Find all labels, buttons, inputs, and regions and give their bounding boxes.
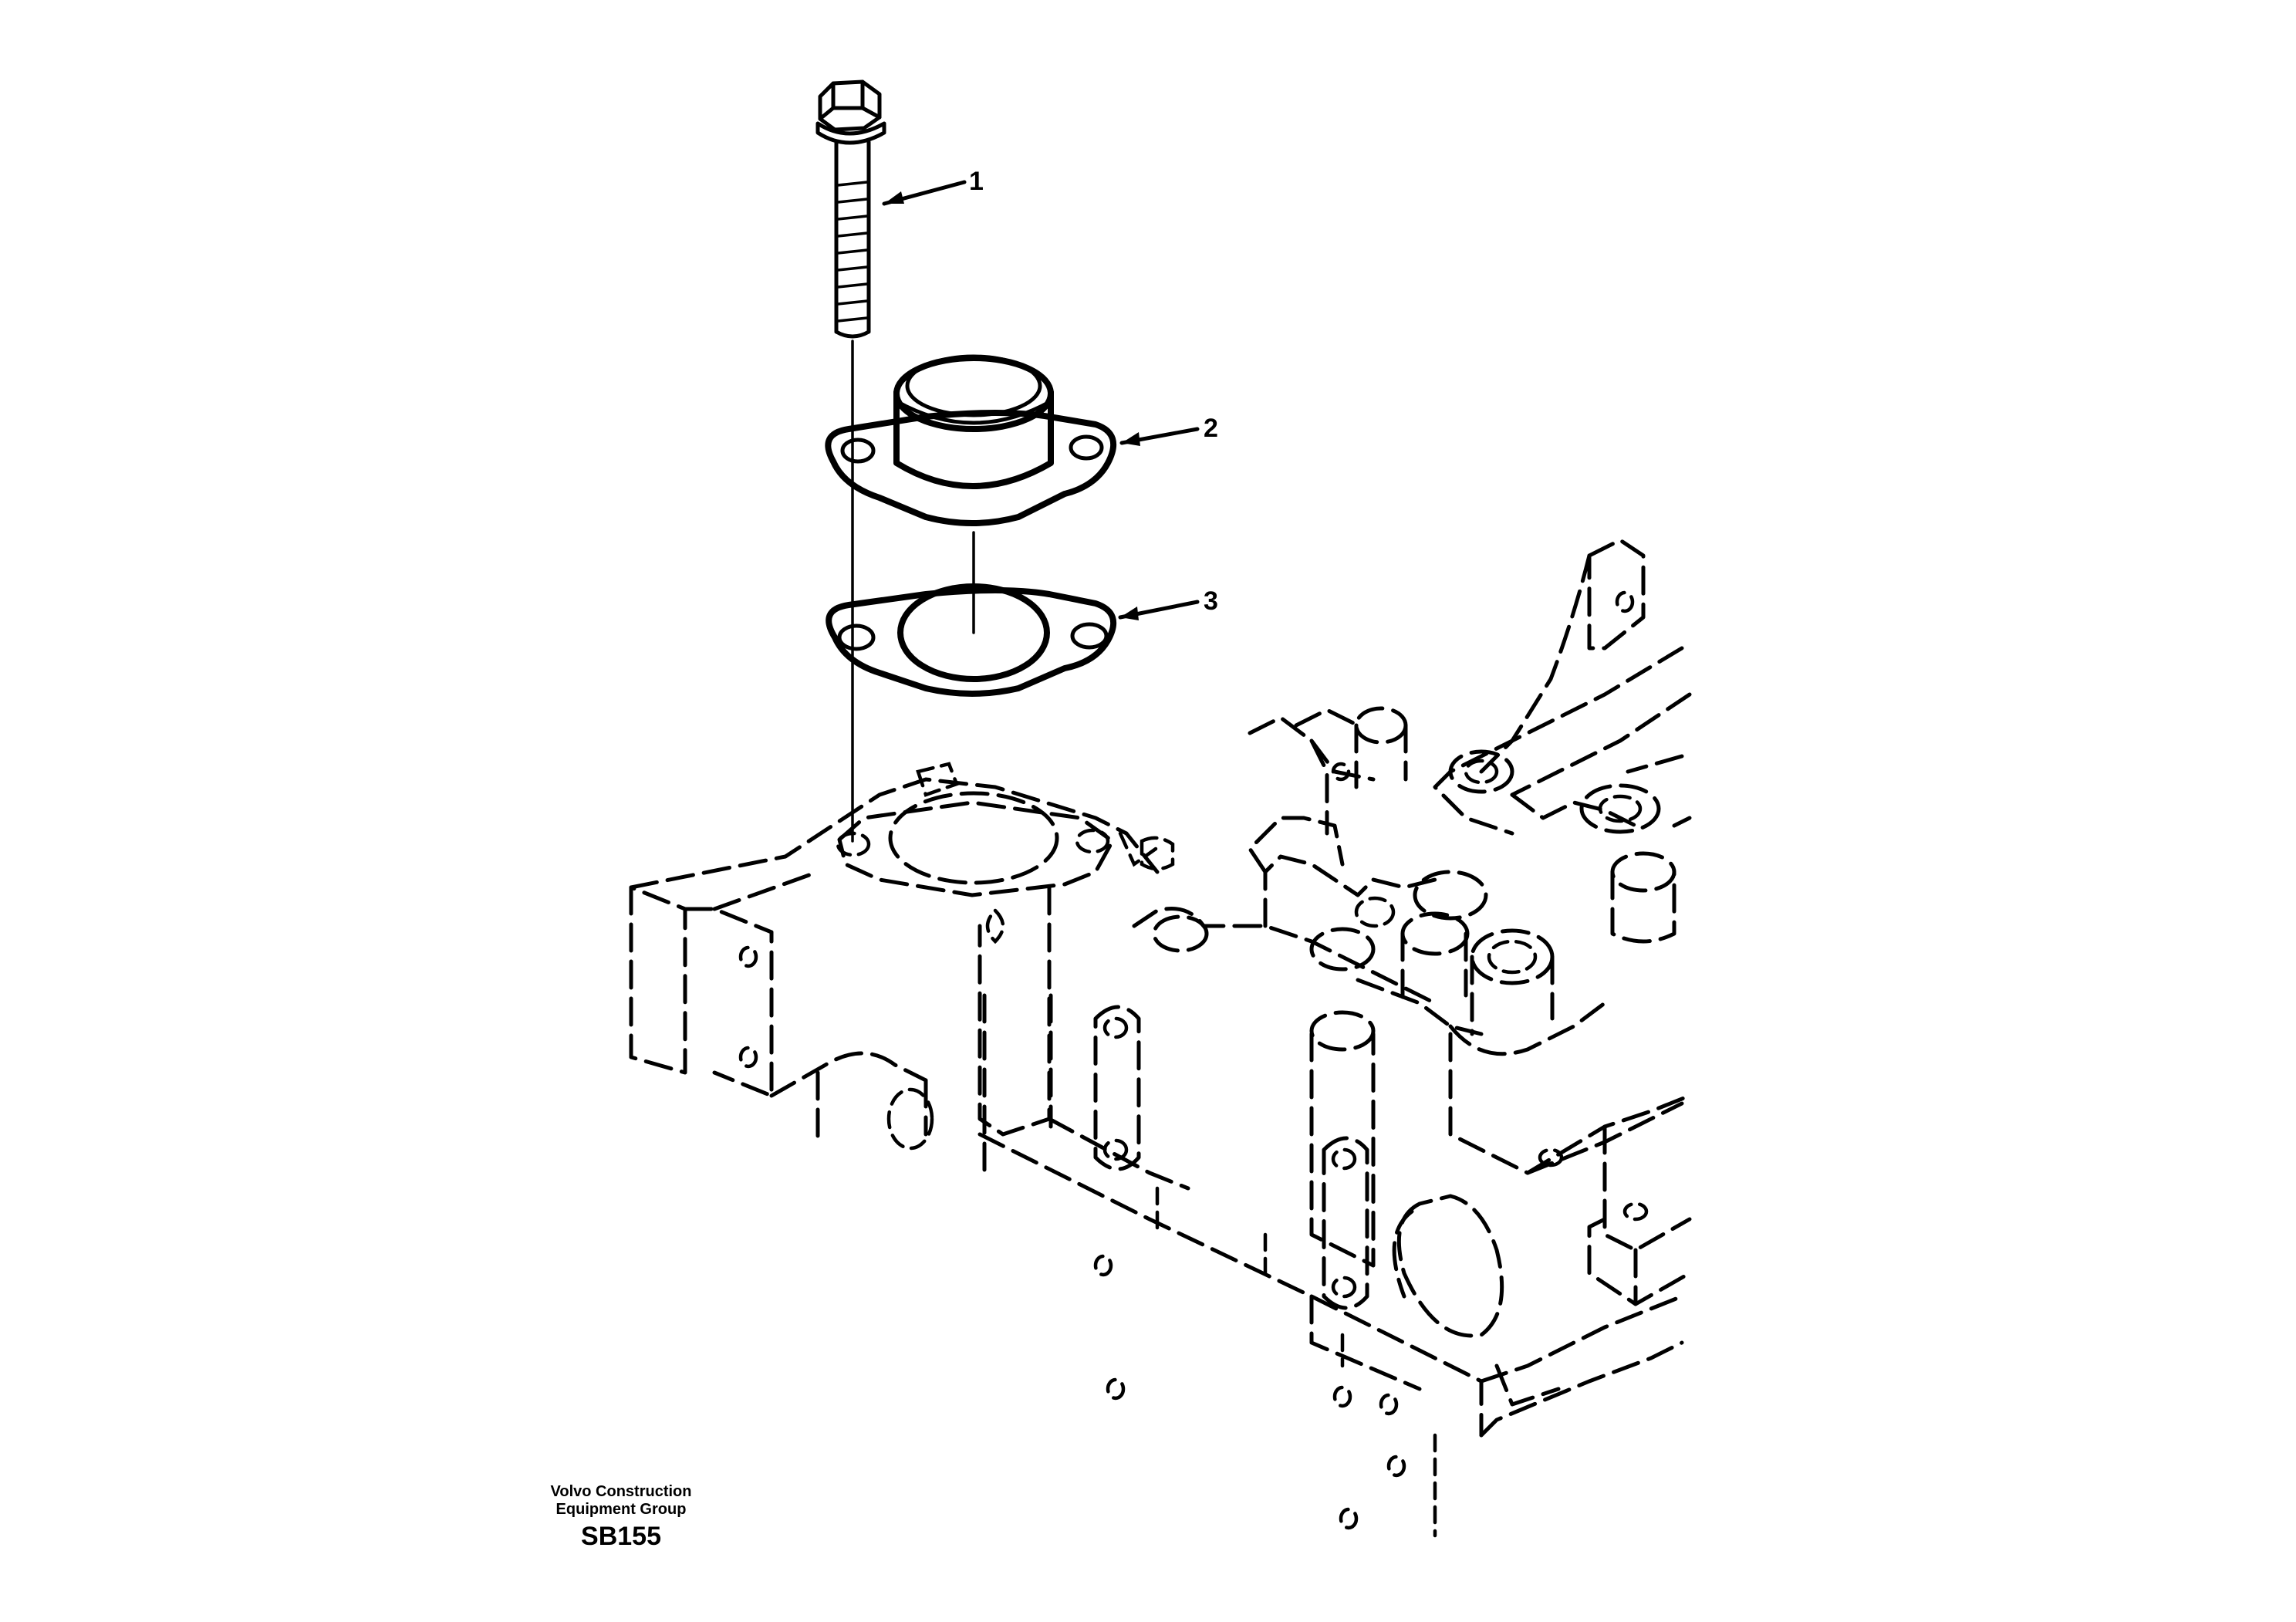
- callout-leaders: [882, 180, 1200, 620]
- callout-labels: 1 2 3: [969, 167, 1218, 616]
- callout-3: 3: [1204, 586, 1218, 616]
- flange-connection-part: [825, 354, 1117, 634]
- drawing-code: SB155: [581, 1522, 661, 1551]
- publisher-line-1: Volvo Construction: [550, 1483, 692, 1500]
- gasket-part: [826, 583, 1117, 697]
- bolt-part: [815, 79, 886, 843]
- callout-1: 1: [969, 167, 984, 196]
- publisher-label: Volvo Construction Equipment Group: [532, 1483, 710, 1519]
- engine-block-outline: [629, 538, 1692, 1538]
- publisher-line-2: Equipment Group: [555, 1501, 687, 1518]
- callout-2: 2: [1204, 414, 1218, 443]
